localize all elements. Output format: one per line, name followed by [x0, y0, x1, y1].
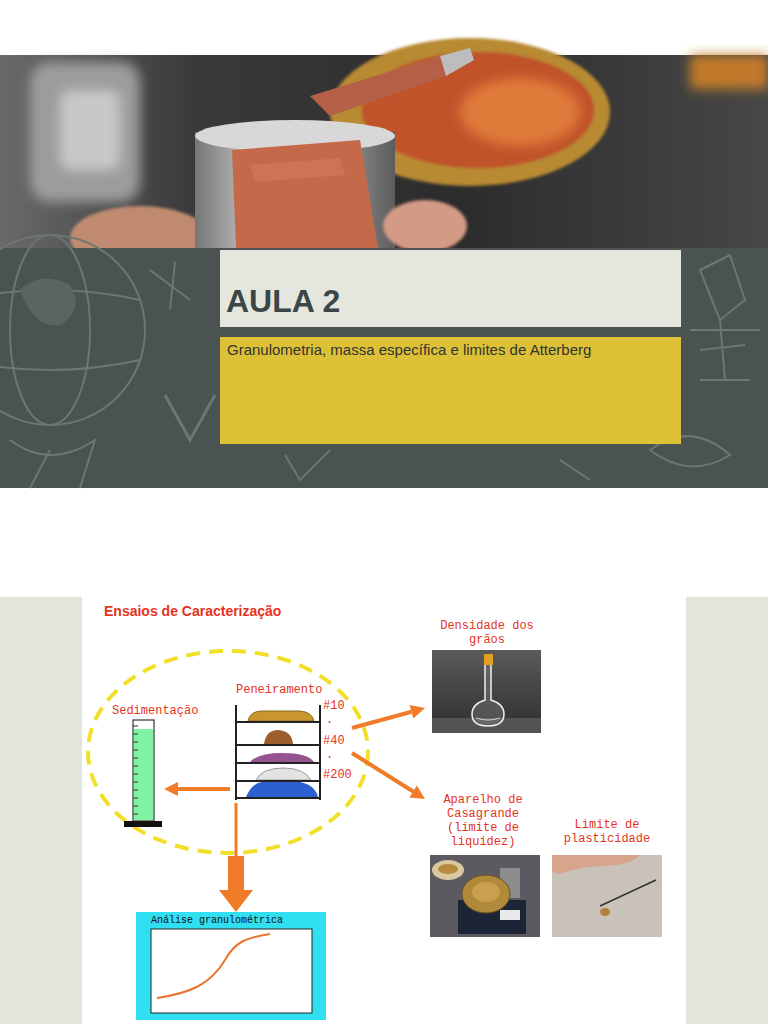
sieve-stack-part — [246, 781, 318, 797]
arrow-shaft — [235, 803, 238, 856]
casagrande-photo-part — [438, 864, 458, 874]
slide-ground — [0, 597, 768, 1024]
grading-chart-box: Análise granulométrica — [136, 912, 326, 1020]
chart-title: Análise granulométrica — [151, 915, 311, 927]
grading-chart — [136, 912, 326, 1020]
sieve-number: #200 — [323, 768, 352, 782]
chalkboard-part — [150, 262, 190, 310]
sieve-stack-part — [248, 711, 314, 721]
flask-photo-part — [472, 665, 504, 726]
photo-band-part — [232, 140, 378, 248]
flask-photo-part — [432, 650, 541, 733]
sedimentation-cylinder-part — [133, 726, 138, 814]
sedimentation-cylinder — [124, 720, 162, 827]
chalkboard-part — [10, 235, 90, 425]
flow-arrow — [219, 803, 253, 912]
arrow-head — [164, 782, 178, 796]
chalkboard-part — [700, 255, 750, 380]
plastic-limit-test: Limite de plasticidade — [550, 818, 664, 937]
flow-arrow — [352, 705, 425, 728]
grading-chart-part — [151, 929, 312, 1013]
arrow-head — [410, 705, 425, 719]
casagrande-photo-part — [462, 875, 510, 913]
photo-band-part — [383, 200, 467, 252]
sedimentation-test: Sedimentação — [124, 720, 164, 828]
casagrande-photo-part — [432, 860, 464, 880]
grading-chart-part — [136, 912, 326, 1020]
slide-ground-part — [82, 597, 686, 1024]
flow-arrow — [164, 782, 230, 796]
test-label: Peneiramento — [236, 683, 352, 697]
photo-band-part — [60, 90, 120, 170]
sieve-stack-part — [250, 753, 314, 762]
sieve-stack-part — [256, 768, 311, 780]
plasticity-photo-part — [600, 908, 610, 916]
sieve-number: #10 — [323, 699, 345, 713]
chalkboard-part — [165, 395, 215, 440]
casagrande-photo-part — [430, 855, 540, 937]
arrow-head — [409, 786, 425, 799]
slide-ground-part — [0, 597, 768, 1024]
liquid-limit-test: Aparelho de Casagrande (limite de liquid… — [425, 793, 541, 937]
chalkboard-part — [0, 248, 768, 488]
group-ellipse — [88, 651, 368, 853]
casagrande-photo — [430, 855, 540, 937]
grading-chart-part — [157, 934, 270, 998]
flask-photo — [432, 650, 541, 733]
sieve-stack — [236, 705, 320, 800]
test-label: Limite de plasticidade — [550, 818, 664, 846]
sieve-number: . — [326, 748, 333, 762]
casagrande-photo-part — [500, 910, 520, 920]
test-label: Densidade dos grãos — [425, 619, 549, 647]
plasticity-photo-part — [552, 855, 640, 874]
chalkboard-part — [20, 279, 76, 326]
title-box: AULA 2 — [220, 250, 681, 327]
photo-band-part — [460, 78, 580, 146]
photo-band-part — [30, 62, 140, 202]
lesson-subtitle: Granulometria, massa específica e limite… — [227, 341, 674, 359]
sieve-stack-part — [264, 730, 293, 744]
chalkboard-part — [690, 330, 760, 350]
plasticity-photo-part — [552, 855, 662, 937]
chalkboard-part — [285, 450, 590, 480]
flow-arrow — [352, 753, 425, 799]
density-test: Densidade dos grãos — [425, 619, 549, 735]
lesson-title: AULA 2 — [226, 283, 675, 319]
block-arrow — [219, 856, 253, 912]
test-label: Aparelho de Casagrande (limite de liquid… — [425, 793, 541, 849]
sedimentation-cylinder-part — [124, 821, 162, 827]
sieve-number: . — [326, 713, 333, 727]
sedimentation-cylinder-part — [133, 720, 154, 821]
photo-band-part — [440, 48, 474, 76]
photo-band-part — [310, 56, 446, 116]
plasticity-photo-part — [600, 880, 656, 906]
chalkboard-part — [0, 235, 145, 425]
arrow-line — [352, 753, 413, 792]
photo-band-part — [690, 55, 768, 89]
arrow-line — [352, 712, 411, 728]
casagrande-photo-part — [472, 882, 500, 902]
subtitle-box: Granulometria, massa específica e limite… — [220, 337, 681, 444]
sieve-stack-part — [236, 705, 320, 800]
slide-title: Ensaios de Caracterização — [104, 603, 281, 620]
chalkboard-part — [10, 440, 95, 488]
flask-photo-part — [476, 718, 500, 720]
arrow-line — [178, 787, 230, 791]
photo-band — [0, 38, 768, 270]
test-label: Sedimentação — [112, 704, 198, 718]
flask-photo-part — [484, 654, 493, 665]
photo-band-part — [195, 132, 395, 248]
chalkboard — [0, 235, 768, 488]
plasticity-photo — [552, 855, 662, 937]
photo-band-part — [250, 158, 345, 182]
sieve-number: #40 — [323, 734, 345, 748]
